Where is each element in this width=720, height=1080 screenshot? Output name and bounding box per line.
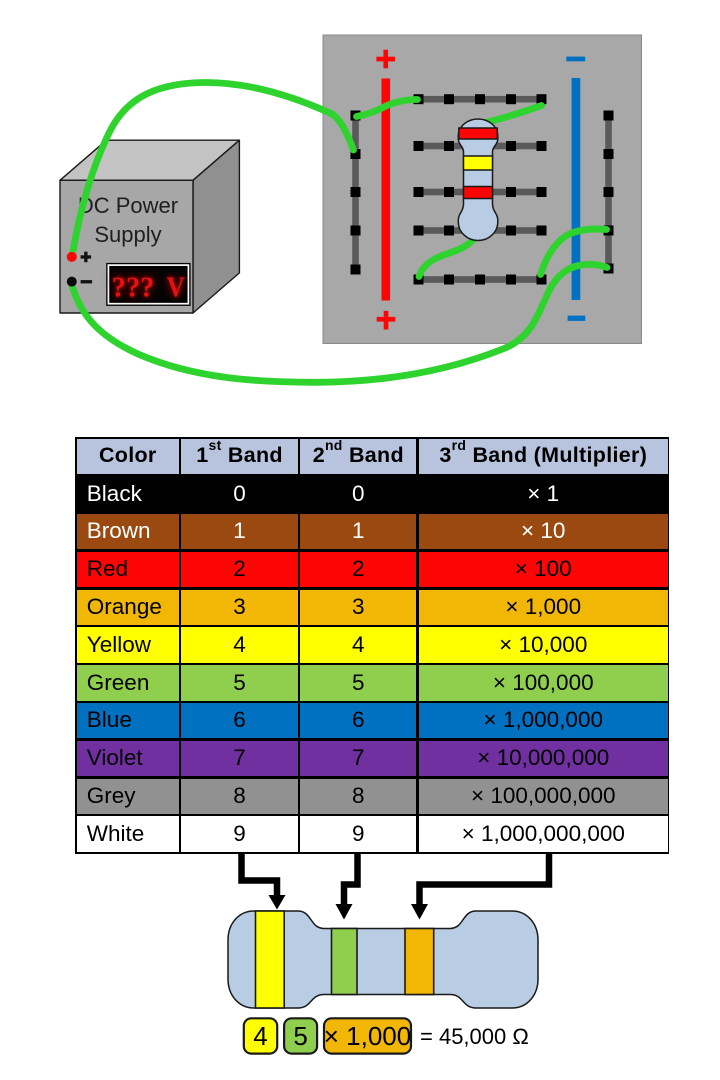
svg-text:= 45,000 Ω: = 45,000 Ω <box>420 1024 529 1049</box>
svg-text:4: 4 <box>253 1021 267 1051</box>
svg-text:DC Power: DC Power <box>78 193 178 218</box>
svg-text:5: 5 <box>293 1021 307 1051</box>
svg-text:V: V <box>167 272 185 304</box>
svg-text:× 1,000: × 1,000 <box>324 1021 411 1051</box>
svg-text:Supply: Supply <box>94 222 161 247</box>
svg-text:???: ??? <box>112 272 155 304</box>
